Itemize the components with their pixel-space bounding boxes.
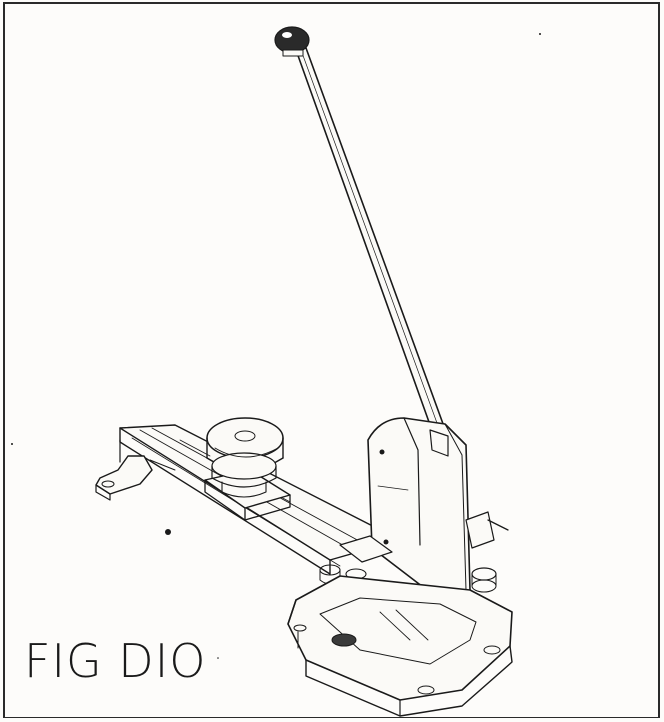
figure-caption: FIG DIO	[24, 634, 207, 688]
pulley-wheel	[206, 417, 284, 498]
lever-knob	[274, 26, 310, 57]
figure-frame	[3, 2, 660, 718]
left-foot	[95, 439, 176, 501]
machine-base	[287, 575, 513, 717]
press-upright	[367, 417, 471, 601]
bed-clamps	[319, 535, 393, 585]
lever-handle	[295, 47, 447, 437]
paper-specks	[11, 33, 541, 659]
side-clamp	[465, 511, 509, 593]
